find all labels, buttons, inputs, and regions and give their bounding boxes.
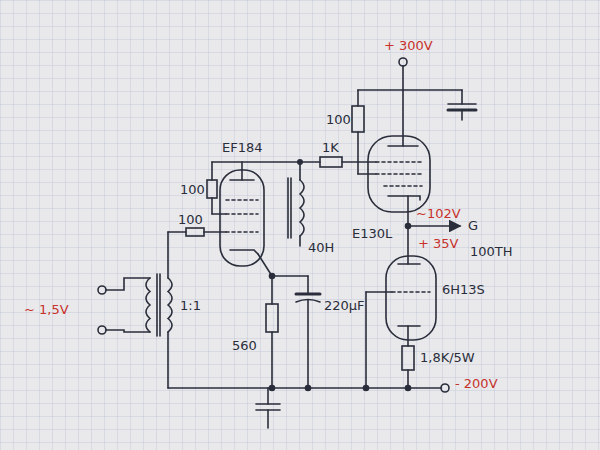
component-label: 1:1 bbox=[180, 298, 201, 313]
component-label: 6H13S bbox=[442, 282, 485, 297]
component-label: E130L bbox=[352, 226, 392, 241]
component-label: - 200V bbox=[455, 376, 498, 391]
component-label: 100 bbox=[326, 112, 351, 127]
component-label: 40H bbox=[308, 240, 334, 255]
component-label: 1K bbox=[322, 140, 339, 155]
component-label: 220µF bbox=[324, 298, 365, 313]
component-label: EF184 bbox=[222, 140, 263, 155]
component-label: 100 bbox=[178, 212, 203, 227]
component-label: G bbox=[468, 218, 478, 233]
component-label: 560 bbox=[232, 338, 257, 353]
component-label: ~ 1,5V bbox=[24, 302, 69, 317]
component-label: 100TH bbox=[470, 244, 513, 259]
component-label: 1,8K/5W bbox=[420, 350, 475, 365]
component-label: 100 bbox=[180, 182, 205, 197]
component-label: + 35V bbox=[418, 236, 458, 251]
wiring bbox=[98, 58, 476, 428]
component-label: + 300V bbox=[384, 38, 433, 53]
component-label: ~102V bbox=[416, 206, 461, 221]
